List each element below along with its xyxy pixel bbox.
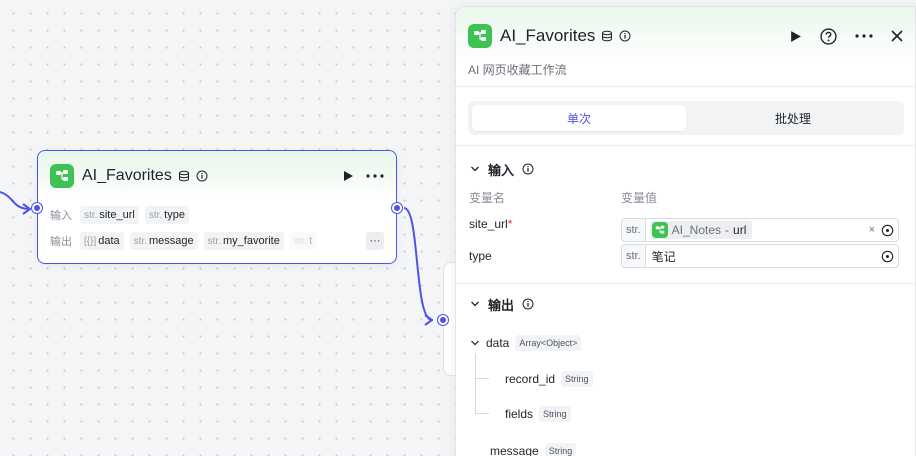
incoming-edge-arrow: [22, 203, 32, 215]
type-input[interactable]: str. 笔记: [621, 244, 899, 268]
output-section-header[interactable]: 输出: [470, 294, 534, 314]
type-tag: str.: [622, 219, 646, 241]
param-label-site-url: site_url*: [469, 217, 513, 231]
edge-arrow: [424, 314, 434, 326]
divider: [456, 145, 915, 146]
target-icon[interactable]: [881, 224, 894, 237]
outgoing-edge: [403, 207, 433, 321]
inputs-label: 输入: [50, 210, 72, 222]
required-mark: *: [507, 217, 513, 231]
run-icon[interactable]: [342, 170, 354, 182]
node-outputs-row: 输出 [{}]data str.message str.my_favorite …: [38, 228, 396, 254]
help-icon[interactable]: [820, 27, 837, 45]
output-chip: str.message: [129, 232, 198, 250]
more-outputs-button[interactable]: ···: [366, 232, 384, 250]
param-label-type: type: [469, 249, 492, 263]
output-field-fields: fields String: [505, 406, 571, 422]
more-icon[interactable]: [366, 174, 384, 178]
type-badge: Array<Object>: [515, 335, 582, 351]
target-icon[interactable]: [881, 250, 894, 263]
input-chip: str.type: [144, 206, 189, 224]
panel-description: AI 网页收藏工作流: [468, 63, 567, 77]
outputs-label: 输出: [50, 236, 72, 248]
incoming-edge: [0, 191, 31, 210]
type-badge: String: [561, 371, 593, 387]
column-header-value: 变量值: [621, 191, 658, 205]
node-inputs-row: 输入 str.site_url str.type: [38, 202, 396, 228]
plugin-icon: [468, 24, 492, 48]
type-badge: String: [544, 443, 577, 456]
run-mode-tabs: 单次 批处理: [468, 101, 904, 135]
output-chip: str.t: [289, 232, 317, 250]
tab-single[interactable]: 单次: [472, 105, 686, 131]
site-url-input[interactable]: str. AI_Notes-url ×: [621, 218, 899, 242]
more-icon[interactable]: [855, 34, 873, 38]
column-header-name: 变量名: [469, 191, 506, 205]
chevron-down-icon[interactable]: [470, 164, 480, 174]
next-node-input-port[interactable]: [438, 315, 448, 325]
output-field-record-id: record_id String: [505, 371, 593, 387]
plugin-icon: [651, 222, 668, 238]
node-output-port[interactable]: [392, 203, 402, 213]
type-value[interactable]: 笔记: [651, 249, 676, 264]
output-chip: str.my_favorite: [203, 232, 284, 250]
close-icon[interactable]: [891, 30, 903, 42]
input-chip: str.site_url: [80, 206, 139, 224]
chevron-down-icon[interactable]: [470, 299, 480, 309]
workflow-node[interactable]: AI_Favorites 输入 str.site_url str.type 输出…: [32, 150, 402, 264]
chevron-down-icon[interactable]: [470, 338, 480, 348]
node-input-port[interactable]: [32, 203, 42, 213]
input-section-header[interactable]: 输入: [470, 159, 534, 179]
node-header: AI_Favorites: [38, 151, 396, 201]
node-config-panel: AI_Favorites: [455, 6, 916, 456]
node-title: AI_Favorites: [82, 167, 172, 184]
tree-line: [475, 413, 489, 414]
info-icon[interactable]: [196, 170, 208, 182]
panel-header: AI_Favorites: [456, 7, 915, 87]
info-icon[interactable]: [522, 298, 534, 310]
output-chip: [{}]data: [80, 232, 124, 250]
info-icon[interactable]: [522, 163, 534, 175]
tree-line: [475, 378, 489, 379]
run-icon[interactable]: [789, 30, 802, 43]
tree-line: [475, 353, 476, 413]
database-icon: [601, 30, 613, 42]
tab-batch[interactable]: 批处理: [774, 111, 811, 126]
output-section-title: 输出: [488, 297, 515, 313]
variable-reference-chip[interactable]: AI_Notes-url: [649, 221, 753, 239]
type-badge: String: [539, 406, 571, 422]
divider: [456, 283, 915, 284]
plugin-icon: [50, 164, 74, 188]
type-tag: str.: [622, 245, 646, 267]
output-field-message: message String: [490, 443, 577, 456]
input-section-title: 输入: [488, 162, 515, 178]
panel-title: AI_Favorites: [500, 26, 596, 45]
output-field-data: data Array<Object>: [470, 335, 582, 351]
database-icon: [178, 170, 190, 182]
clear-icon[interactable]: ×: [868, 224, 875, 236]
info-icon[interactable]: [619, 30, 631, 42]
